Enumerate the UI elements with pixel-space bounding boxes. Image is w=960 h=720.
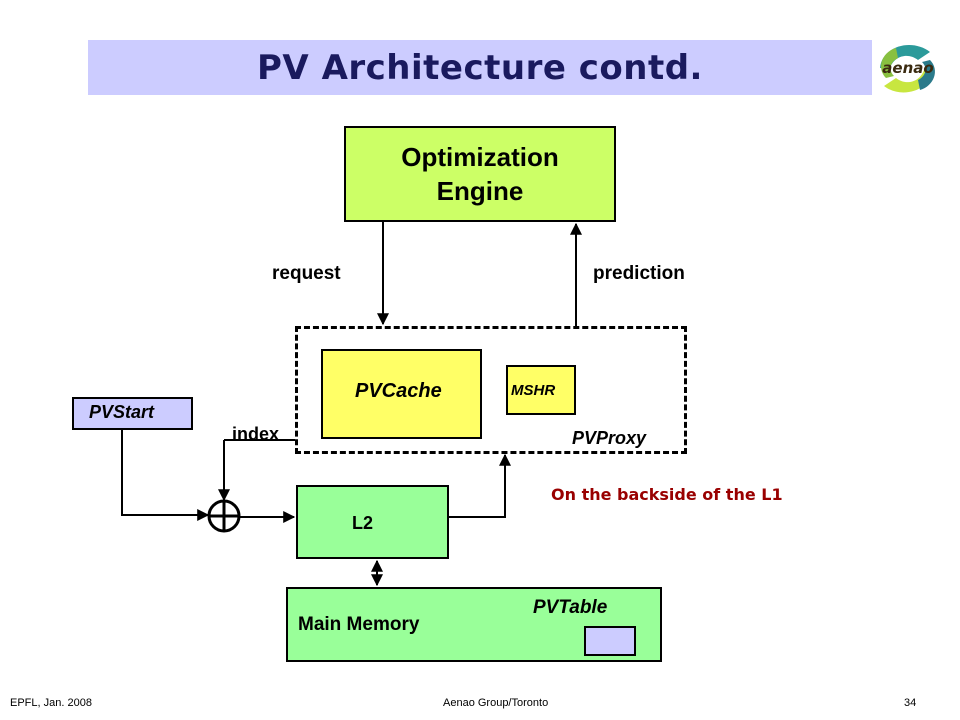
- mshr-block: [506, 365, 576, 415]
- pvtable-label: PVTable: [533, 597, 608, 618]
- l2-block: [296, 485, 449, 559]
- pvstart-label: PVStart: [89, 402, 155, 422]
- page-number: 34: [904, 697, 917, 709]
- pvstart-wire: [121, 430, 210, 521]
- main-memory-label: Main Memory: [298, 614, 420, 635]
- l2-label: L2: [352, 513, 374, 533]
- slide-title: PV Architecture contd.: [257, 47, 703, 88]
- title-bar: PV Architecture contd.: [88, 40, 872, 95]
- footer-center: Aenao Group/Toronto: [443, 697, 549, 709]
- request-label: request: [272, 263, 341, 284]
- optimization-engine-label: Optimization Engine: [401, 142, 559, 206]
- prediction-label: prediction: [593, 263, 685, 284]
- pvproxy-label: PVProxy: [572, 428, 647, 448]
- optimization-engine-block: Optimization Engine: [344, 126, 616, 222]
- pvstart-block: [72, 397, 193, 430]
- backside-callout: On the backside of the L1: [551, 485, 783, 504]
- pvtable-block: [584, 626, 636, 656]
- index-label: index: [232, 424, 280, 444]
- mshr-label: MSHR: [511, 382, 556, 399]
- aenao-logo: aenao: [880, 45, 935, 93]
- logo-text: aenao: [882, 59, 933, 77]
- footer-left: EPFL, Jan. 2008: [10, 697, 92, 709]
- pvproxy-region: [295, 326, 687, 454]
- pvcache-block: [321, 349, 482, 439]
- pvcache-label: PVCache: [355, 380, 442, 402]
- l2-to-proxy-arrow: [449, 453, 511, 518]
